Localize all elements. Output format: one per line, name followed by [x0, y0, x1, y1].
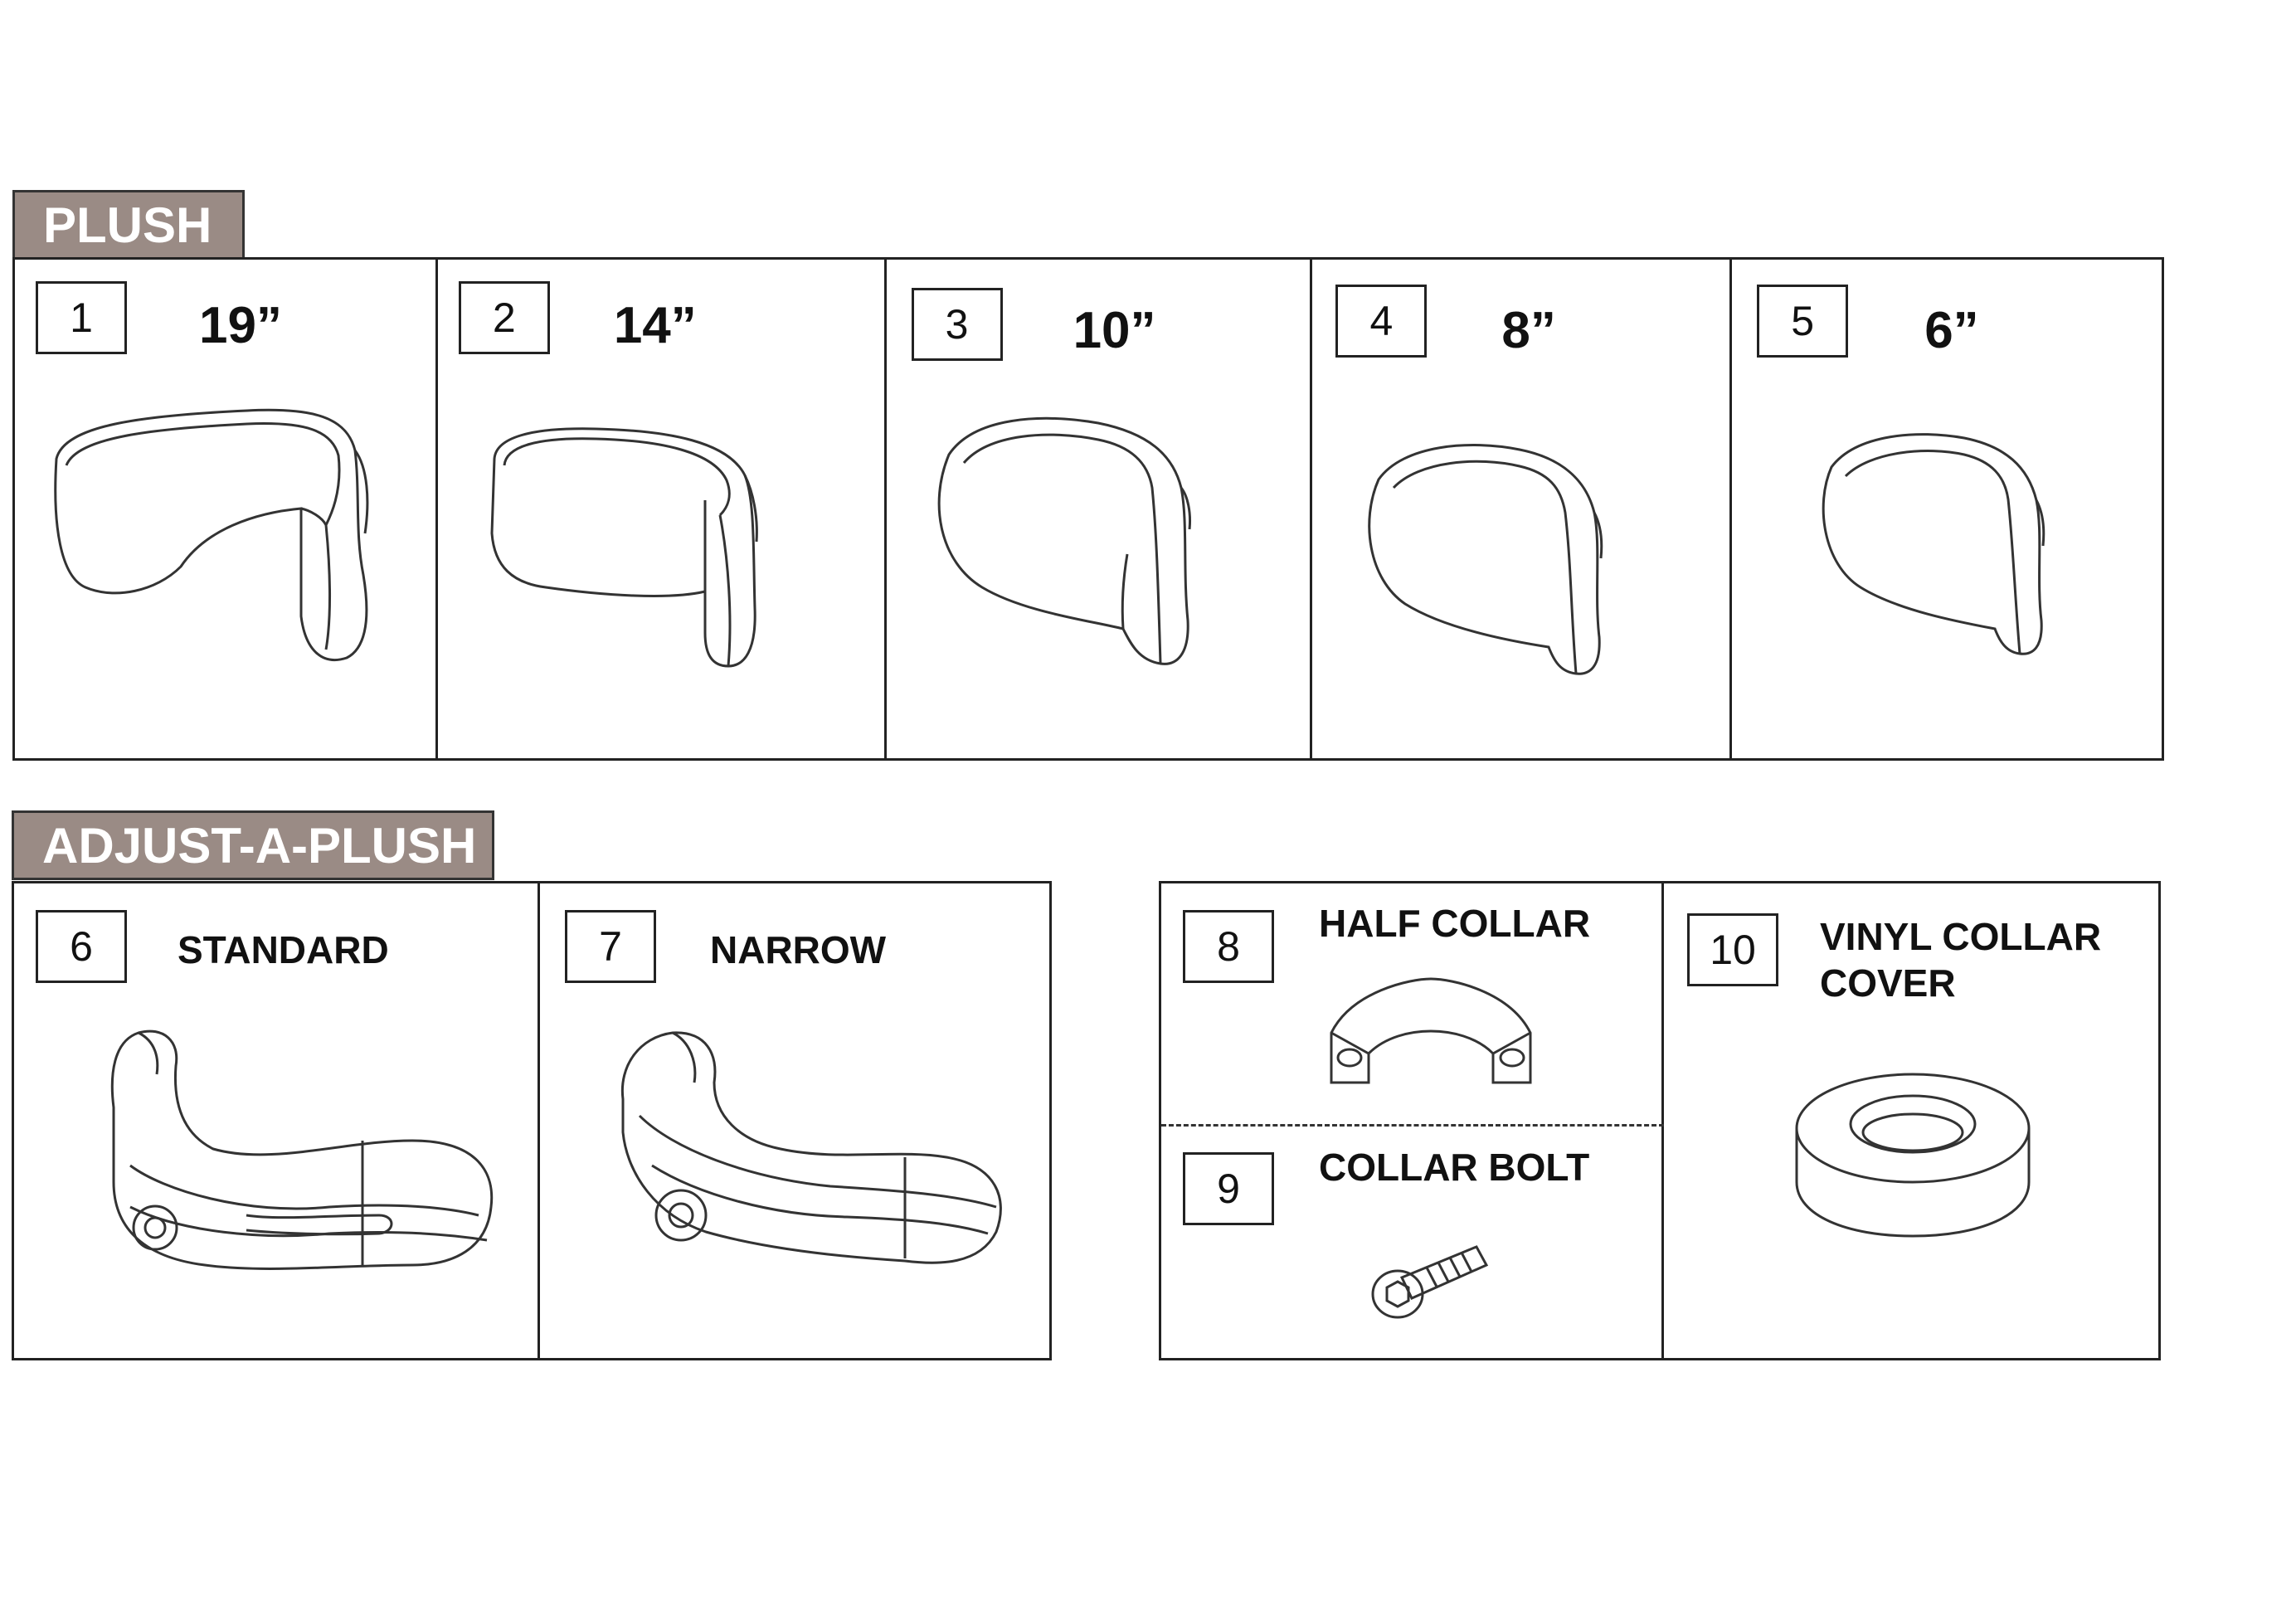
- plush-grid: 1 19” 2 14” 3 10”: [12, 257, 2164, 761]
- headrest-19-icon: [54, 408, 369, 662]
- item-number-box: 7: [565, 910, 656, 983]
- headrest-10-icon: [937, 416, 1191, 665]
- plush-section-tab: PLUSH: [12, 190, 245, 260]
- headrest-14-icon: [490, 427, 758, 668]
- vinyl-collar-cover-label-line1: VINYL COLLAR: [1820, 915, 2102, 958]
- half-collar-label: HALF COLLAR: [1319, 902, 1591, 945]
- headrest-8-icon: [1368, 444, 1603, 675]
- collar-parts-cell: 8 HALF COLLAR 9 COLLAR BOLT: [1161, 883, 1664, 1358]
- adjust-a-plush-grid: 6 STANDARD 7 NARROW: [12, 881, 1052, 1360]
- item-number-box: 8: [1183, 910, 1274, 983]
- adjust-item-6: 6 STANDARD: [14, 883, 540, 1358]
- item-number-box: 6: [36, 910, 127, 983]
- headrest-size-label: 19”: [199, 297, 282, 354]
- item-number-box: 10: [1687, 913, 1778, 986]
- adjust-narrow-headrest-icon: [620, 1031, 1002, 1264]
- adjust-item-label: STANDARD: [178, 928, 389, 971]
- collar-divider: [1161, 1124, 1664, 1127]
- vinyl-collar-cover-cell: 10 VINYL COLLAR COVER: [1664, 883, 2158, 1358]
- collar-bolt-icon: [1371, 1245, 1489, 1319]
- adjust-a-plush-section-tab: ADJUST-A-PLUSH: [12, 810, 494, 880]
- vinyl-collar-cover-label-line2: COVER: [1820, 961, 1956, 1005]
- plush-item-1: 1 19”: [15, 260, 438, 758]
- adjust-standard-headrest-icon: [110, 1029, 494, 1270]
- item-number-box: 1: [36, 281, 127, 354]
- item-number-box: 9: [1183, 1152, 1274, 1225]
- item-number-box: 4: [1335, 285, 1428, 358]
- headrest-size-label: 6”: [1924, 302, 1979, 359]
- plush-item-4: 4 8”: [1312, 260, 1733, 758]
- plush-item-5: 5 6”: [1732, 260, 2162, 758]
- headrest-size-label: 8”: [1501, 302, 1556, 359]
- half-collar-icon: [1330, 977, 1532, 1084]
- vinyl-collar-cover-icon: [1795, 1073, 2031, 1238]
- plush-item-2: 2 14”: [438, 260, 887, 758]
- headrest-6-icon: [1822, 433, 2045, 655]
- headrest-size-label: 14”: [613, 297, 697, 354]
- item-number-box: 5: [1757, 285, 1849, 358]
- collar-bolt-label: COLLAR BOLT: [1319, 1146, 1590, 1189]
- plush-item-3: 3 10”: [887, 260, 1313, 758]
- item-number-box: 3: [911, 288, 1003, 361]
- headrest-size-label: 10”: [1073, 302, 1156, 359]
- item-number-box: 2: [458, 281, 550, 354]
- hardware-grid: 8 HALF COLLAR 9 COLLAR BOLT 10 VINYL COL…: [1159, 881, 2161, 1360]
- adjust-item-label: NARROW: [710, 928, 887, 971]
- adjust-item-7: 7 NARROW: [540, 883, 1049, 1358]
